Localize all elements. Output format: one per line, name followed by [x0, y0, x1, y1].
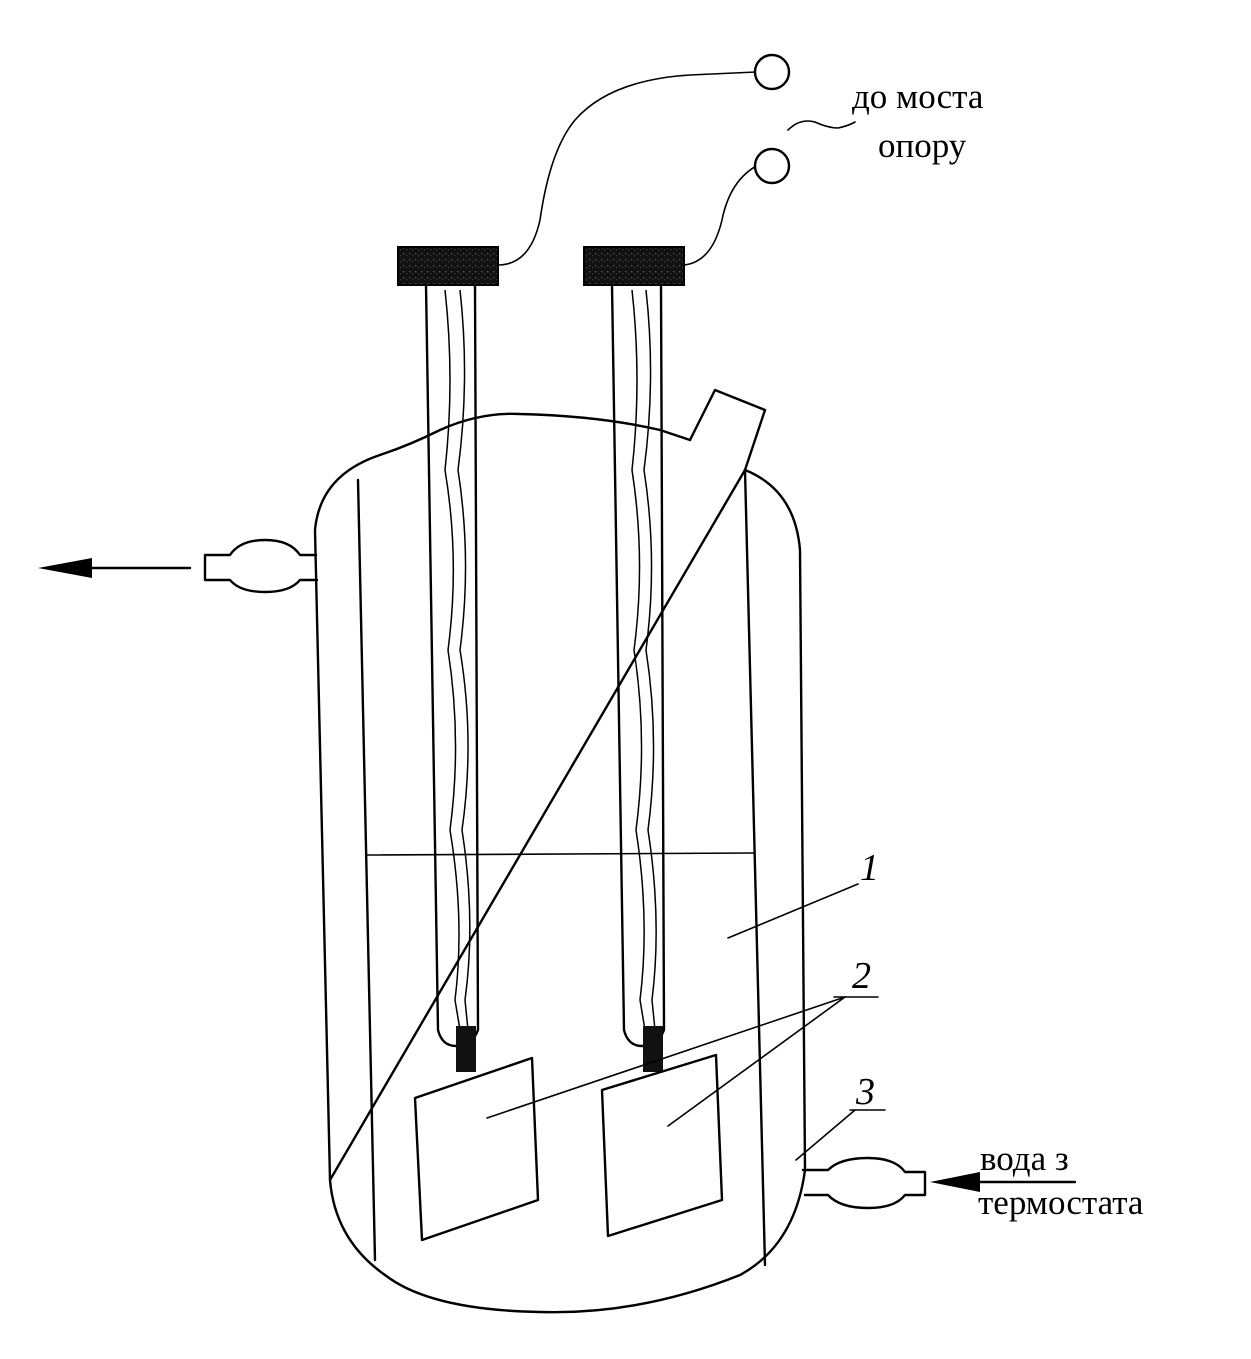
left-electrode-assembly	[397, 246, 540, 1242]
callout-2-electrodes: 2	[852, 955, 871, 997]
terminal-top	[753, 53, 791, 91]
bridge-label-line1: до моста	[852, 77, 984, 116]
outer-jacket	[313, 412, 807, 1314]
outlet-tube	[38, 538, 319, 594]
inner-vessel	[356, 468, 767, 1267]
right-plug	[583, 246, 685, 286]
callout-1-solution: 1	[860, 847, 879, 889]
solution-level-line	[366, 852, 756, 856]
callout-3-jacket: 3	[855, 1071, 875, 1113]
inlet-tube	[801, 1156, 1077, 1210]
left-electrode-contact	[456, 1026, 476, 1072]
lead-wires	[497, 53, 856, 266]
side-neck	[688, 388, 767, 472]
left-plug	[397, 246, 499, 286]
water-label-line1: вода з	[980, 1139, 1069, 1178]
callout-leaders	[486, 883, 886, 1161]
terminal-bottom	[753, 147, 791, 185]
inflow-arrow-icon	[930, 1172, 980, 1192]
right-electrode-plate	[600, 1053, 724, 1238]
water-label-line2: термостата	[978, 1183, 1144, 1222]
bridge-label-line2: опору	[878, 126, 967, 165]
outflow-arrow-icon	[38, 558, 92, 578]
left-electrode-plate	[413, 1056, 540, 1242]
right-electrode-assembly	[583, 246, 724, 1238]
